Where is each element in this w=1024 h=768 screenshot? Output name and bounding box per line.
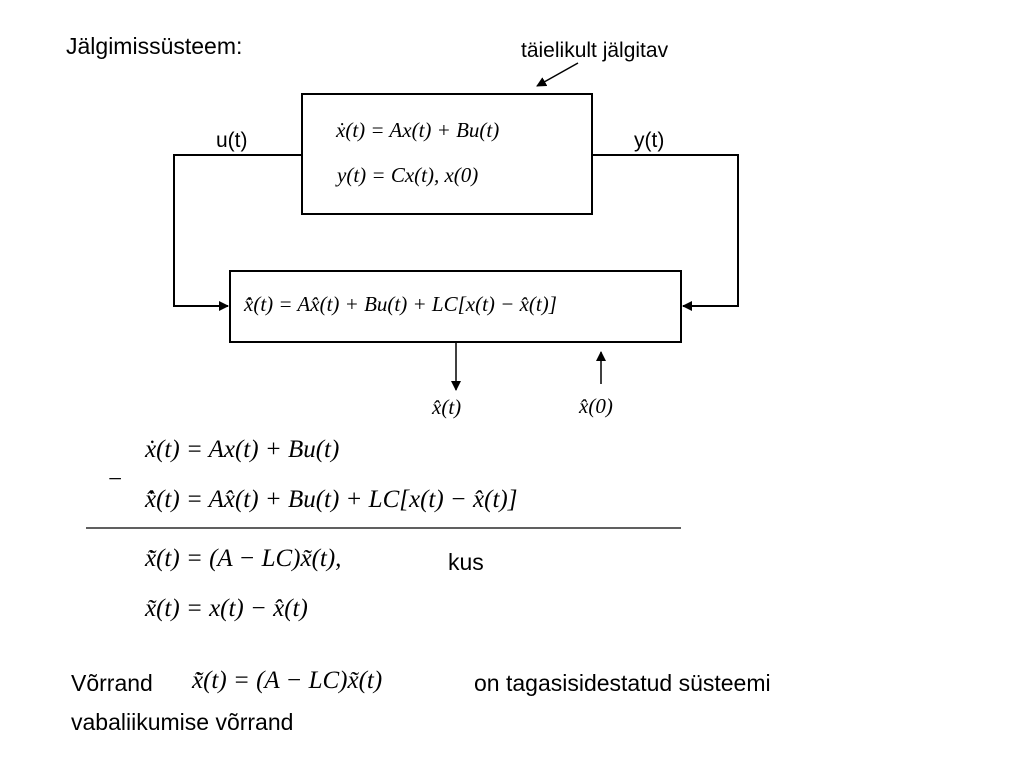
conclusion-prefix: Võrrand [71, 670, 153, 696]
initial-condition-label: x̂(0) [579, 394, 613, 418]
input-label: u(t) [216, 129, 248, 152]
output-line [592, 154, 739, 311]
output-label: y(t) [634, 129, 665, 152]
minus-sign: − [108, 466, 123, 493]
observer-equation: x̂̇(t) = Ax̂(t) + Bu(t) + LC[x(t) − x̂(t… [244, 292, 557, 316]
observability-callout: täielikult jälgitav [521, 39, 669, 62]
callout-arrow [536, 62, 579, 87]
observer-block [229, 270, 682, 343]
plant-output-equation: y(t) = Cx(t), x(0) [337, 163, 479, 187]
derivation-line-1: ẋ(t) = Ax(t) + Bu(t) [145, 436, 340, 463]
derivation-line-3: x̃̇(t) = (A − LC)x̃(t), [145, 545, 342, 572]
kus-label: kus [448, 549, 484, 575]
derivation-line-2: x̂̇(t) = Ax̂(t) + Bu(t) + LC[x(t) − x̂(t… [145, 486, 518, 513]
conclusion-equation: x̃̇(t) = (A − LC)x̃(t) [192, 667, 383, 694]
input-line [173, 154, 302, 311]
estimate-output-label: x̂(t) [432, 395, 462, 419]
plant-state-equation: ẋ(t) = Ax(t) + Bu(t) [336, 118, 500, 142]
derivation-line-4: x̃(t) = x(t) − x̂(t) [145, 595, 308, 622]
conclusion-suffix: on tagasisidestatud süsteemi [474, 670, 771, 696]
conclusion-line-2: vabaliikumise võrrand [71, 709, 294, 735]
page-title: Jälgimissüsteem: [66, 33, 243, 59]
plant-block [301, 93, 593, 215]
